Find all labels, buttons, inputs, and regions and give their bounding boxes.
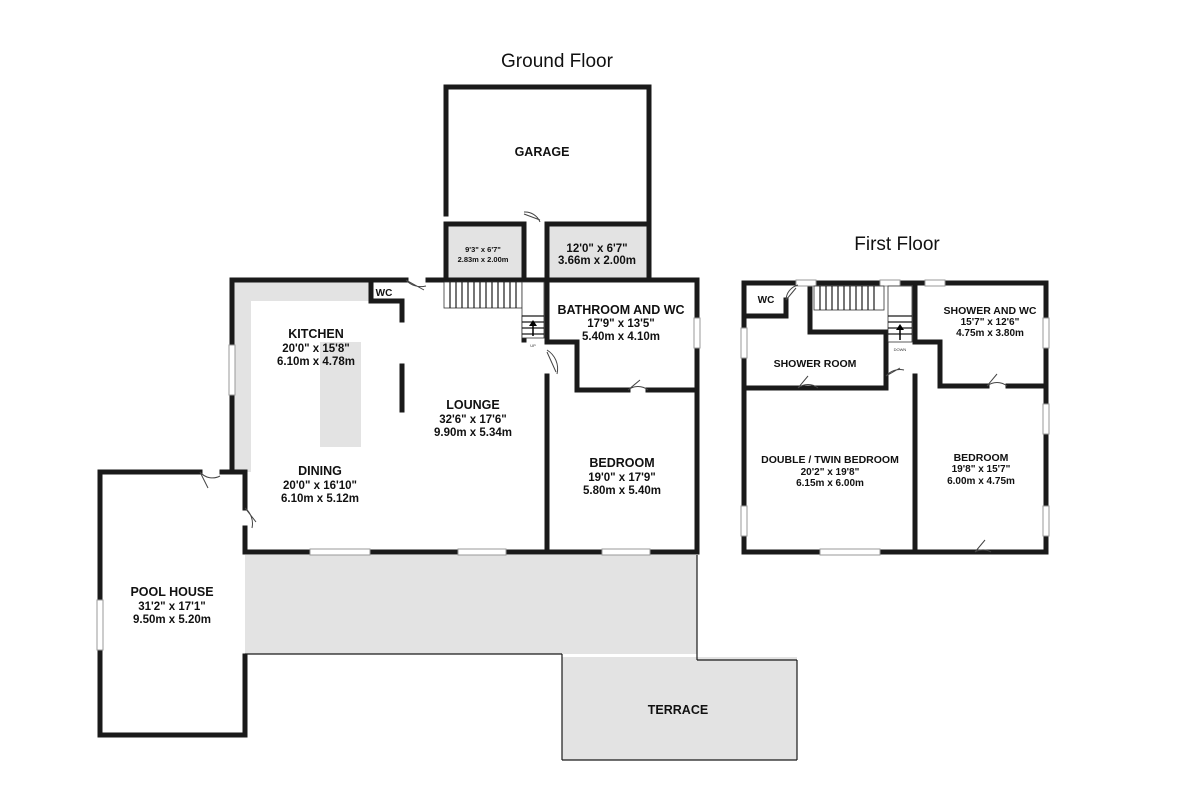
terrace-strip <box>245 555 697 654</box>
lounge-metric: 9.90m x 5.34m <box>434 427 512 439</box>
dining-imperial: 20'0" x 16'10" <box>283 480 357 492</box>
bedroom-ground-name: BEDROOM <box>589 456 654 470</box>
terrace-area <box>562 657 797 760</box>
store1-floor <box>446 224 524 278</box>
terrace-outline <box>245 555 798 761</box>
ground-staircase: UP <box>443 281 545 348</box>
terrace-name: TERRACE <box>648 703 708 717</box>
wc-ground-label: WC <box>376 288 393 299</box>
ground-floor-title: Ground Floor <box>501 51 614 72</box>
stairs-down-label: DOWN <box>894 347 907 352</box>
dining-metric: 6.10m x 5.12m <box>281 493 359 505</box>
lounge-name: LOUNGE <box>446 398 499 412</box>
store2-metric: 3.66m x 2.00m <box>558 255 636 267</box>
store2-floor <box>547 224 649 278</box>
stairs-up-label: UP <box>530 343 536 348</box>
kitchen-island <box>320 342 361 447</box>
first-floor-title: First Floor <box>854 234 940 255</box>
garage-label: GARAGE <box>515 145 570 159</box>
shower-wc-imperial: 15'7" x 12'6" <box>961 317 1020 328</box>
bathroom-wc-metric: 5.40m x 4.10m <box>582 331 660 343</box>
pool-house-imperial: 31'2" x 17'1" <box>138 601 206 613</box>
store1-metric: 2.83m x 2.00m <box>458 255 509 264</box>
shaded-areas <box>234 224 797 760</box>
first-staircase: DOWN <box>813 285 913 352</box>
bedroom-ground-metric: 5.80m x 5.40m <box>583 485 661 497</box>
ground-windows <box>96 317 701 651</box>
first-windows <box>740 279 1050 556</box>
double-twin-name: DOUBLE / TWIN BEDROOM <box>761 454 899 466</box>
first-doors <box>785 284 1008 553</box>
bedroom-first-name: BEDROOM <box>954 452 1009 464</box>
lounge-imperial: 32'6" x 17'6" <box>439 414 507 426</box>
double-twin-metric: 6.15m x 6.00m <box>796 478 864 489</box>
store2-imperial: 12'0" x 6'7" <box>566 243 627 255</box>
shower-wc-name: SHOWER AND WC <box>944 305 1037 317</box>
shower-room-name: SHOWER ROOM <box>774 358 857 370</box>
dining-name: DINING <box>298 464 342 478</box>
ground-doors <box>199 211 649 529</box>
bedroom-first-metric: 6.00m x 4.75m <box>947 476 1015 487</box>
bathroom-wc-name: BATHROOM AND WC <box>557 303 684 317</box>
kitchen-name: KITCHEN <box>288 327 344 341</box>
pool-house-name: POOL HOUSE <box>130 585 213 599</box>
shower-wc-metric: 4.75m x 3.80m <box>956 328 1024 339</box>
bedroom-ground-imperial: 19'0" x 17'9" <box>588 472 656 484</box>
double-twin-imperial: 20'2" x 19'8" <box>801 467 860 478</box>
wc-first-label: WC <box>758 295 775 306</box>
store1-imperial: 9'3" x 6'7" <box>465 245 501 254</box>
bathroom-wc-imperial: 17'9" x 13'5" <box>587 318 655 330</box>
pool-house-metric: 9.50m x 5.20m <box>133 614 211 626</box>
kitchen-imperial: 20'0" x 15'8" <box>282 343 350 355</box>
kitchen-metric: 6.10m x 4.78m <box>277 356 355 368</box>
kitchen-counter <box>234 282 371 472</box>
bedroom-first-imperial: 19'8" x 15'7" <box>952 464 1011 475</box>
